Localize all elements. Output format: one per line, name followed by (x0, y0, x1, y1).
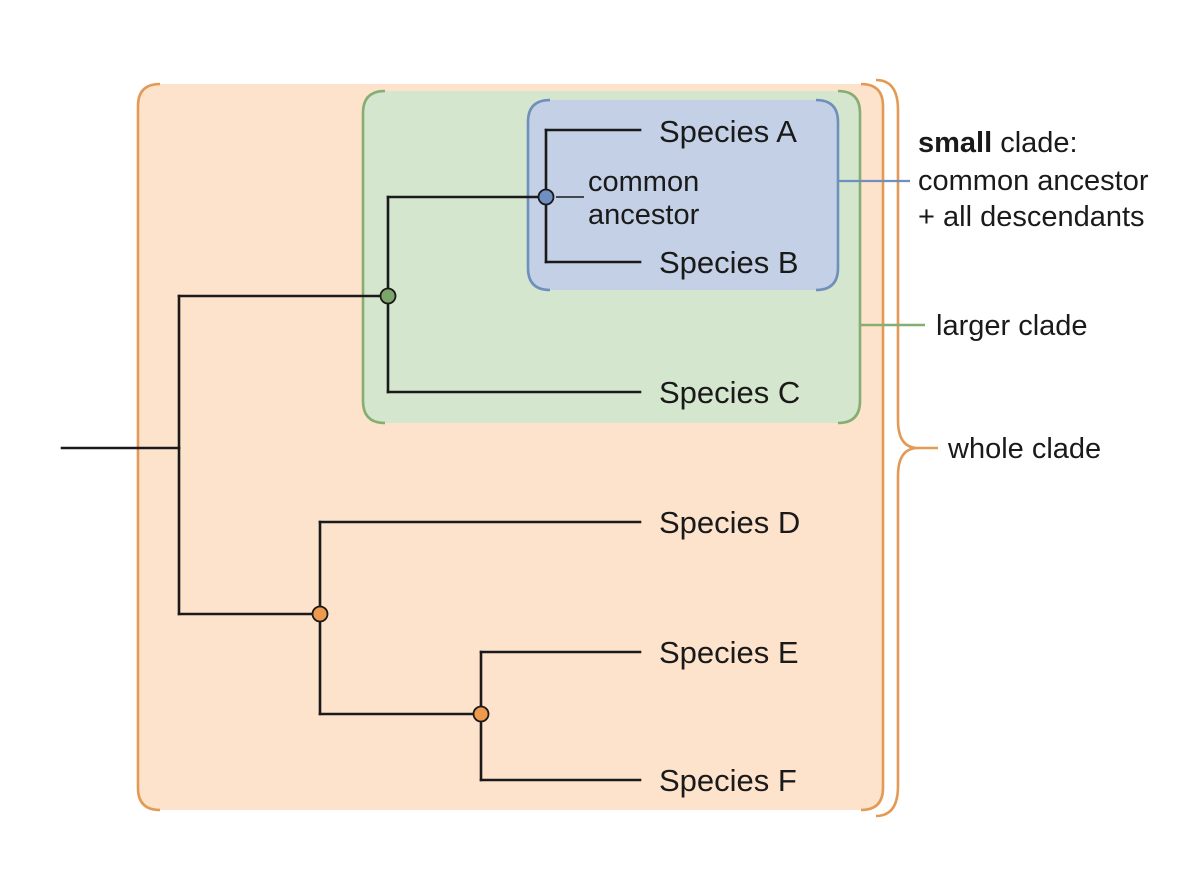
small-clade-right-bracket (815, 98, 840, 292)
larger-clade-annotation: larger clade (936, 310, 1088, 342)
small-clade-left-bracket (526, 98, 551, 292)
small-clade-box (528, 100, 838, 290)
larger-clade-right-bracket (837, 89, 862, 425)
larger-clade-left-bracket (361, 89, 386, 425)
species-labels: Species A Species B Species C Species D … (659, 114, 800, 798)
small-clade-annotation-line3: + all descendants (918, 201, 1145, 233)
larger-clade-node (379, 287, 397, 305)
clade-annotations: small clade: common ancestor + all desce… (918, 127, 1149, 465)
species-c-label: Species C (659, 375, 800, 410)
species-e-label: Species E (659, 635, 799, 670)
species-a-label: Species A (659, 114, 797, 149)
ancestor-label-line2: ancestor (588, 199, 700, 231)
common-ancestor-label: common ancestor (588, 166, 700, 231)
species-f-label: Species F (659, 763, 797, 798)
species-b-label: Species B (659, 245, 799, 280)
ef-clade-node (472, 705, 490, 723)
small-clade-bold-word: small (918, 127, 992, 159)
species-d-label: Species D (659, 505, 800, 540)
small-clade-annotation-line2: common ancestor (918, 165, 1149, 197)
ancestor-label-line1: common (588, 166, 699, 198)
ancestor-nodes (311, 188, 555, 723)
small-clade-rest: clade: (992, 127, 1077, 159)
small-clade-node (537, 188, 555, 206)
small-clade-annotation-line1: small clade: (918, 127, 1078, 159)
whole-clade-annotation: whole clade (947, 433, 1101, 465)
small-clade-region (526, 98, 910, 292)
whole-clade-right-bracket (860, 82, 885, 812)
tree-branches (60, 128, 642, 782)
def-clade-node (311, 605, 329, 623)
